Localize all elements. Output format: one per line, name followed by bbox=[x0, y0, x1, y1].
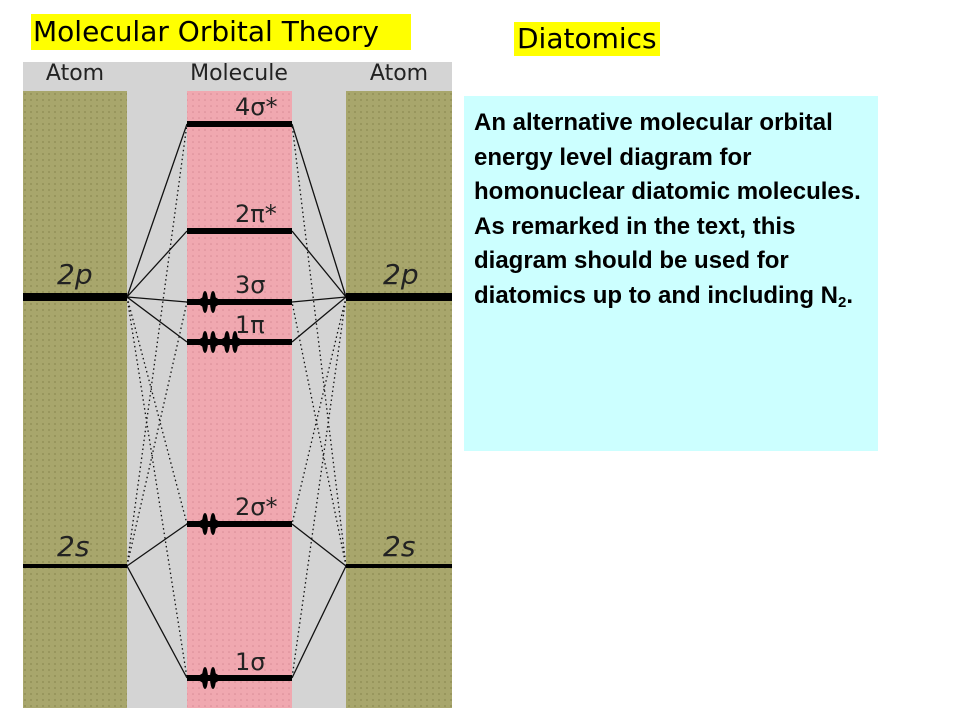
right-atom-header: Atom bbox=[370, 62, 428, 86]
electron-pair bbox=[195, 291, 223, 313]
mo-label-1sigma: 1σ bbox=[235, 648, 265, 676]
right-2s-label: 2s bbox=[383, 530, 415, 563]
electron-pair bbox=[217, 331, 245, 353]
description-paragraph-1: An alternative molecular orbital energy … bbox=[474, 109, 861, 205]
mo-label-2sigma_star: 2σ* bbox=[235, 493, 277, 521]
mo-label-3sigma: 3σ bbox=[235, 271, 265, 299]
mo-label-2pi_star: 2π* bbox=[235, 200, 277, 228]
page-title: Molecular Orbital Theory bbox=[31, 14, 411, 50]
mo-energy-diagram: Atom Molecule Atom 2p 2p 2s 2s 4σ* 2π* 3σ 1… bbox=[23, 62, 452, 708]
mo-label-4sigma_star: 4σ* bbox=[235, 93, 277, 121]
description-panel: An alternative molecular orbital energy … bbox=[464, 96, 878, 451]
molecular-orbital-levels: 4σ* 2π* 3σ 1π 2σ* 1σ bbox=[187, 93, 292, 689]
left-2p-label: 2p bbox=[57, 258, 93, 291]
page-subtitle: Diatomics bbox=[514, 22, 660, 56]
molecule-panel bbox=[187, 91, 292, 708]
correlation-lines-solid bbox=[126, 123, 347, 679]
description-text: An alternative molecular orbital energy … bbox=[474, 106, 874, 313]
electron-pair bbox=[195, 331, 223, 353]
right-atom-panel bbox=[346, 91, 452, 708]
electron-pair bbox=[195, 667, 223, 689]
molecule-header: Molecule bbox=[190, 62, 288, 86]
correlation-lines-dotted bbox=[126, 123, 347, 679]
left-atom-panel bbox=[23, 91, 127, 708]
left-2s-label: 2s bbox=[57, 530, 89, 563]
right-2p-label: 2p bbox=[383, 258, 419, 291]
description-paragraph-2: As remarked in the text, this diagram sh… bbox=[474, 212, 854, 311]
electron-pair bbox=[195, 513, 223, 535]
mo-label-1pi: 1π bbox=[235, 311, 265, 339]
atomic-energy-levels bbox=[23, 293, 452, 568]
left-atom-header: Atom bbox=[46, 62, 104, 86]
